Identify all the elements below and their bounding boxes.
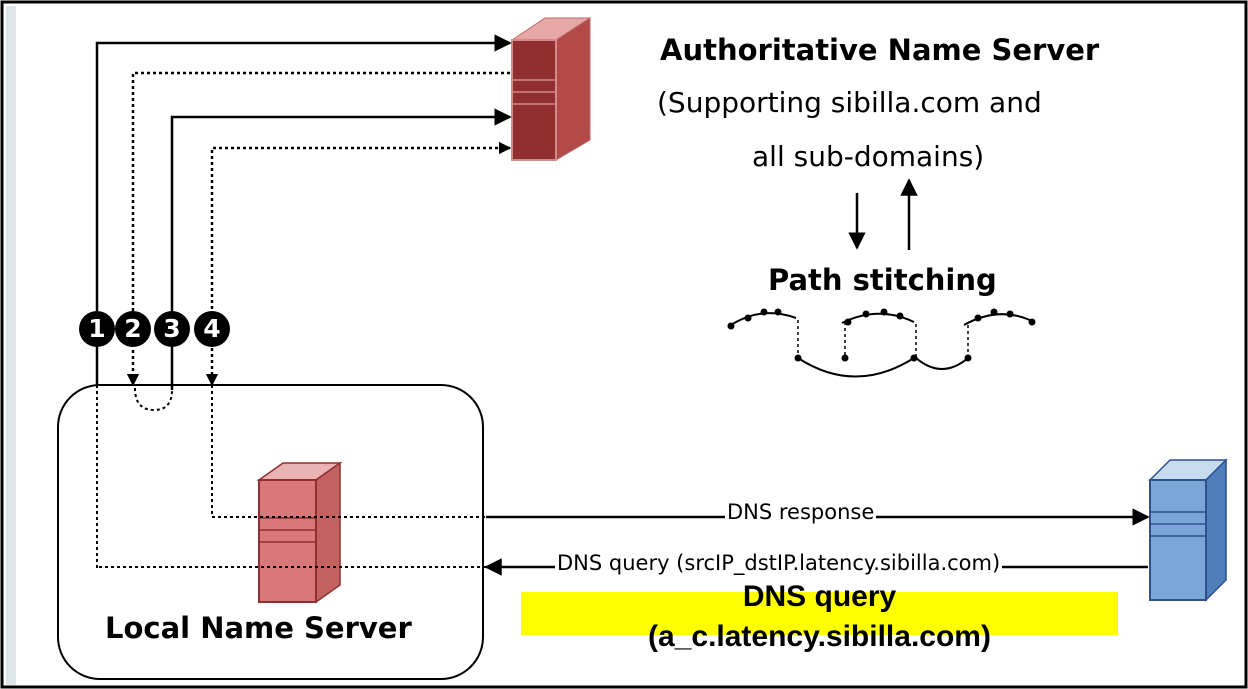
local-server-label: Local Name Server bbox=[105, 611, 412, 645]
left-edge-strip bbox=[6, 6, 16, 685]
step-1-path bbox=[95, 34, 512, 385]
authoritative-server-subtitle-2: all sub-domains) bbox=[752, 140, 985, 173]
step-2-badge: 2 bbox=[115, 311, 151, 347]
dns-query-label: DNS query (srcIP_dstIP.latency.sibilla.c… bbox=[555, 551, 1003, 575]
path-stitching-label: Path stitching bbox=[768, 263, 997, 297]
dns-response-label: DNS response bbox=[725, 500, 877, 524]
step-3-badge: 3 bbox=[154, 311, 190, 347]
authoritative-server-subtitle-1: (Supporting sibilla.com and bbox=[657, 86, 1042, 119]
authoritative-server-title: Authoritative Name Server bbox=[660, 33, 1100, 67]
highlight-line-2: (a_c.latency.sibilla.com) bbox=[648, 620, 991, 653]
step-4-badge: 4 bbox=[194, 311, 230, 347]
step-1-badge: 1 bbox=[79, 311, 115, 347]
step-2-path bbox=[126, 71, 510, 387]
highlight-line-1: DNS query bbox=[742, 580, 897, 613]
step-3-path bbox=[170, 108, 512, 390]
step-4-path bbox=[205, 141, 512, 387]
authoritative-server-icon bbox=[510, 17, 592, 161]
local-server-icon bbox=[256, 461, 343, 604]
highlight-box bbox=[521, 592, 1118, 635]
path-stitching-graphic bbox=[727, 308, 1036, 378]
client-server-icon bbox=[1148, 458, 1228, 602]
step-2-3-loop bbox=[134, 387, 173, 412]
